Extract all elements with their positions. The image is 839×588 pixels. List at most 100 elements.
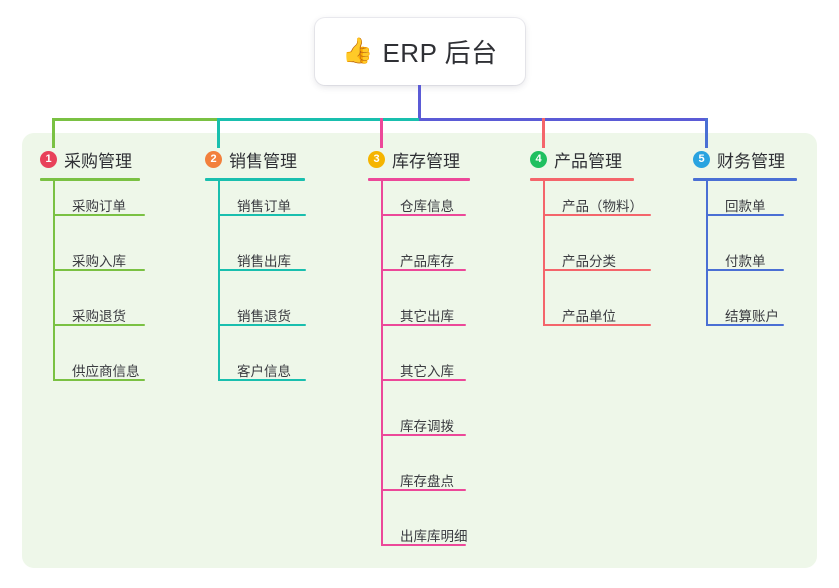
branch-number-badge: 4 — [530, 150, 547, 168]
branch-leaf-item[interactable]: 销售订单 — [205, 181, 313, 236]
leaf-underline — [543, 269, 651, 271]
leaf-label: 销售订单 — [237, 199, 291, 214]
branch-item-list: 仓库信息产品库存其它出库其它入库库存调拨库存盘点出库库明细 — [368, 181, 478, 566]
branch-leaf-item[interactable]: 供应商信息 — [40, 346, 148, 401]
connector-bar-segment-1 — [53, 118, 220, 121]
branch-spine — [53, 181, 55, 381]
connector-bar-segment-3 — [419, 118, 545, 121]
branch-title: 产品管理 — [554, 151, 622, 171]
leaf-label: 库存盘点 — [400, 474, 454, 489]
leaf-label: 客户信息 — [237, 364, 291, 379]
branch-leaf-item[interactable]: 仓库信息 — [368, 181, 478, 236]
branch-item-list: 产品（物料） 产品分类产品单位 — [530, 181, 651, 346]
leaf-underline — [53, 324, 145, 326]
branch-leaf-item[interactable]: 销售退货 — [205, 291, 313, 346]
leaf-label: 结算账户 — [725, 309, 779, 324]
leaf-label: 产品库存 — [400, 254, 454, 269]
branch-leaf-item[interactable]: 产品（物料） — [530, 181, 651, 236]
leaf-underline — [706, 269, 784, 271]
branch-header-rule — [693, 178, 797, 181]
leaf-label: 产品单位 — [562, 309, 616, 324]
branch-leaf-item[interactable]: 结算账户 — [693, 291, 805, 346]
leaf-label: 付款单 — [725, 254, 766, 269]
leaf-underline — [381, 324, 466, 326]
branch-header-rule — [530, 178, 634, 181]
branch-header-rule — [368, 178, 470, 181]
root-stem-line — [418, 85, 421, 121]
branch-leaf-item[interactable]: 客户信息 — [205, 346, 313, 401]
branch-spine — [381, 181, 383, 546]
branch-number-badge: 2 — [205, 150, 222, 168]
leaf-label: 销售退货 — [237, 309, 291, 324]
leaf-underline — [218, 379, 306, 381]
leaf-label: 供应商信息 — [72, 364, 140, 379]
root-node-title: ERP 后台 — [382, 38, 498, 68]
leaf-label: 采购订单 — [72, 199, 126, 214]
branch-leaf-item[interactable]: 库存调拨 — [368, 401, 478, 456]
connector-bar-segment-4 — [543, 118, 708, 121]
branch-header-rule — [40, 178, 140, 181]
thumbs-up-icon: 👍 — [342, 37, 374, 65]
leaf-label: 回款单 — [725, 199, 766, 214]
branch-spine — [218, 181, 220, 381]
leaf-label: 仓库信息 — [400, 199, 454, 214]
root-node-erp-backend[interactable]: 👍 ERP 后台 — [315, 18, 525, 85]
leaf-label: 其它入库 — [400, 364, 454, 379]
leaf-underline — [381, 269, 466, 271]
branch-title: 销售管理 — [229, 151, 297, 171]
branch-item-list: 采购订单采购入库采购退货供应商信息 — [40, 181, 148, 401]
branch-leaf-item[interactable]: 其它入库 — [368, 346, 478, 401]
leaf-label: 采购入库 — [72, 254, 126, 269]
branch-leaf-item[interactable]: 销售出库 — [205, 236, 313, 291]
leaf-underline — [218, 269, 306, 271]
leaf-underline — [543, 214, 651, 216]
branch-title: 财务管理 — [717, 151, 785, 171]
leaf-underline — [381, 214, 466, 216]
branch-leaf-item[interactable]: 采购退货 — [40, 291, 148, 346]
branches-panel — [22, 133, 817, 568]
leaf-underline — [218, 324, 306, 326]
leaf-underline — [381, 489, 466, 491]
leaf-underline — [381, 379, 466, 381]
leaf-underline — [53, 269, 145, 271]
branch-column-5: 5 财务管理回款单付款单结算账户 — [693, 146, 805, 346]
branch-leaf-item[interactable]: 采购入库 — [40, 236, 148, 291]
leaf-underline — [381, 434, 466, 436]
branch-header-4[interactable]: 4 产品管理 — [530, 146, 642, 172]
branch-leaf-item[interactable]: 回款单 — [693, 181, 805, 236]
leaf-underline — [381, 544, 466, 546]
branch-leaf-item[interactable]: 产品分类 — [530, 236, 651, 291]
branch-leaf-item[interactable]: 出库库明细 — [368, 511, 478, 566]
connector-drop-2 — [217, 118, 220, 148]
branch-leaf-item[interactable]: 其它出库 — [368, 291, 478, 346]
leaf-label: 产品分类 — [562, 254, 616, 269]
branch-header-5[interactable]: 5 财务管理 — [693, 146, 805, 172]
leaf-underline — [53, 379, 145, 381]
branch-title: 采购管理 — [64, 151, 132, 171]
branch-leaf-item[interactable]: 采购订单 — [40, 181, 148, 236]
leaf-underline — [543, 324, 651, 326]
connector-drop-4 — [542, 118, 545, 148]
connector-bar-segment-2 — [218, 118, 421, 121]
leaf-underline — [706, 214, 784, 216]
branch-leaf-item[interactable]: 库存盘点 — [368, 456, 478, 511]
branch-item-list: 回款单付款单结算账户 — [693, 181, 805, 346]
leaf-underline — [218, 214, 306, 216]
branch-header-2[interactable]: 2 销售管理 — [205, 146, 313, 172]
branch-leaf-item[interactable]: 产品单位 — [530, 291, 651, 346]
branch-leaf-item[interactable]: 付款单 — [693, 236, 805, 291]
leaf-label: 产品（物料） — [562, 199, 643, 214]
branch-number-badge: 5 — [693, 150, 710, 168]
branch-column-4: 4 产品管理产品（物料） 产品分类产品单位 — [530, 146, 651, 346]
connector-drop-1 — [52, 118, 55, 148]
branch-item-list: 销售订单销售出库销售退货客户信息 — [205, 181, 313, 401]
branch-number-badge: 3 — [368, 150, 385, 168]
leaf-label: 库存调拨 — [400, 419, 454, 434]
branch-leaf-item[interactable]: 产品库存 — [368, 236, 478, 291]
leaf-label: 销售出库 — [237, 254, 291, 269]
